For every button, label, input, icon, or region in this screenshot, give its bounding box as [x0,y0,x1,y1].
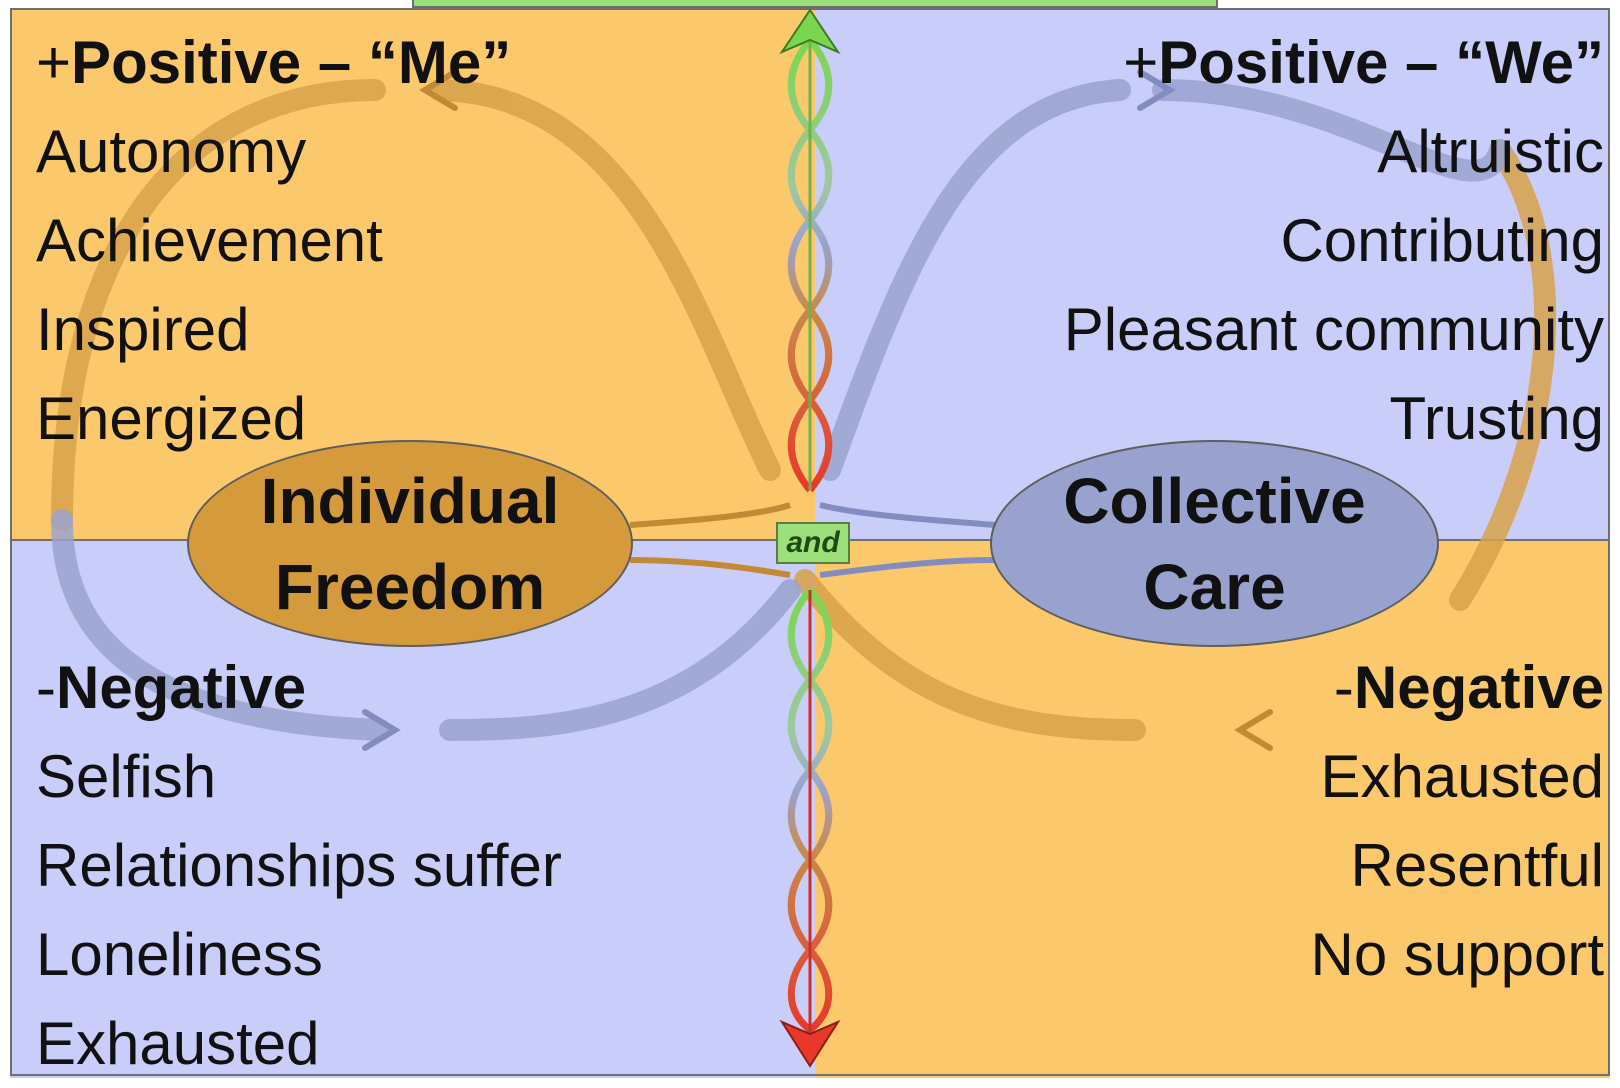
list-item: Energized [36,385,307,452]
negative-we-list: -Negative Exhausted Resentful No support [1311,643,1605,999]
negative-me-heading: -Negative [36,654,307,721]
positive-we-list: +Positive – “We” Altruistic Contributing… [1064,18,1604,463]
negative-me-list: -Negative Selfish Relationships suffer L… [36,643,562,1088]
list-item: Exhausted [1320,743,1604,810]
top-green-tab [412,0,1218,8]
list-item: Autonomy [36,118,307,185]
list-item: Trusting [1389,385,1604,452]
arrowhead-bottom-right [1234,709,1273,751]
blue-loop [51,79,1511,741]
list-item: Selfish [36,743,217,810]
positive-me-list: +Positive – “Me” Autonomy Achievement In… [36,18,511,463]
braided-strand [787,37,833,1033]
pole-label-line1: Collective [1063,464,1366,537]
collective-care-pole: Collective Care [990,440,1439,647]
pole-label-line2: Care [1143,550,1286,623]
positive-me-heading: +Positive – “Me” [36,29,512,96]
loop-arrowheads [362,69,1273,751]
arrow-up-icon [779,8,841,55]
and-connector: and [776,522,850,564]
list-item: Exhausted [36,1010,320,1077]
list-item: Achievement [36,207,383,274]
list-item: Altruistic [1377,118,1604,185]
pole-label-line1: Individual [260,464,560,537]
pole-label-line2: Freedom [274,550,546,623]
negative-we-heading: -Negative [1333,654,1604,721]
orange-loop [51,79,1557,741]
arrowhead-top-right [1137,69,1176,111]
list-item: Contributing [1280,207,1604,274]
arrowhead-top-left [419,69,458,111]
arrow-down-icon [779,1019,841,1068]
list-item: Inspired [36,296,250,363]
list-item: Pleasant community [1063,296,1604,363]
arrowhead-bottom-left [362,709,401,751]
list-item: Relationships suffer [36,832,562,899]
list-item: Resentful [1350,832,1604,899]
positive-we-heading: +Positive – “We” [1123,29,1604,96]
pole-connectors [629,502,996,578]
list-item: No support [1310,921,1605,988]
individual-freedom-pole: Individual Freedom [187,440,633,647]
list-item: Loneliness [36,921,323,988]
